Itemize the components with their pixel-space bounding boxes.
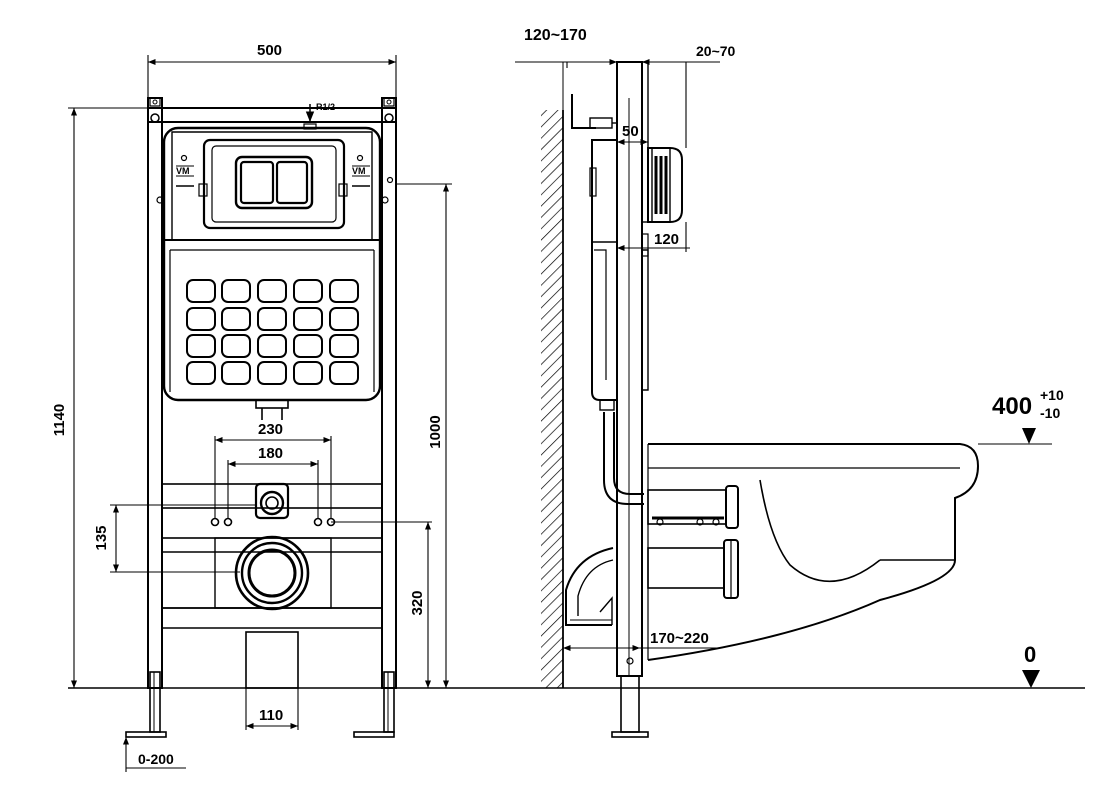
- dim-20-70: 20~70: [696, 43, 736, 59]
- dim-180: 180: [258, 445, 283, 462]
- dim-230: 230: [258, 421, 283, 438]
- inlet-label: R1/2: [316, 102, 335, 112]
- dim-1000: 1000: [427, 415, 444, 448]
- cistern-rib-grid: [186, 279, 359, 385]
- top-right-bolt: [384, 113, 394, 123]
- drain-pipe: [245, 631, 299, 689]
- flush-pipe: [603, 412, 644, 505]
- dim-1140: 1140: [51, 404, 68, 437]
- right-foot: [353, 731, 395, 738]
- top-left-bolt: [150, 113, 160, 123]
- dim-320: 320: [409, 590, 426, 615]
- left-leg: [149, 671, 161, 733]
- seat-tol-minus: -10: [1040, 405, 1060, 421]
- right-post: [381, 97, 397, 689]
- flush-button-left: [239, 160, 275, 205]
- valve-label-right: VM: [352, 166, 366, 176]
- dim-120: 120: [654, 231, 679, 248]
- top-crossbar: [147, 107, 397, 123]
- drain-ring: [240, 541, 304, 605]
- dim-500: 500: [257, 42, 282, 59]
- bolt-hole: [313, 517, 323, 527]
- dim-170-220: 170~220: [650, 630, 709, 647]
- left-post: [147, 97, 163, 689]
- floor-level-marker: [1022, 670, 1040, 688]
- front-view: [125, 97, 397, 738]
- upper-bracket: [161, 483, 383, 509]
- side-leg: [620, 675, 640, 733]
- drain-outlet-pipe: [647, 547, 725, 589]
- seat-height-value: 400: [992, 393, 1032, 420]
- left-foot: [125, 731, 167, 738]
- dim-135: 135: [93, 525, 110, 550]
- flush-connector: [254, 482, 290, 520]
- right-leg: [383, 671, 395, 733]
- dim-110: 110: [259, 707, 283, 724]
- drain-outer: [234, 535, 310, 611]
- water-inlet-mark: [303, 104, 317, 130]
- bolt-hole: [210, 517, 220, 527]
- dim-50: 50: [622, 123, 639, 140]
- wall-hatch: [541, 110, 563, 688]
- dim-0-200: 0-200: [138, 751, 174, 767]
- side-dimensions: [515, 58, 1052, 652]
- toilet-bowl: [647, 443, 980, 661]
- side-view: [541, 61, 980, 738]
- floor-level-label: 0: [1024, 642, 1036, 667]
- drain-elbow: [565, 547, 614, 626]
- drain-inner: [247, 548, 297, 598]
- flush-button-right: [275, 160, 309, 205]
- bolt-hole: [223, 517, 233, 527]
- front-dimensions: [68, 55, 452, 772]
- dim-120-170: 120~170: [524, 27, 587, 44]
- side-flush-plate: [647, 147, 683, 223]
- flush-button-frame: [234, 155, 314, 210]
- valve-label-left: VM: [176, 166, 190, 176]
- seat-tol-plus: +10: [1040, 387, 1064, 403]
- seat-height-marker: [1022, 428, 1036, 444]
